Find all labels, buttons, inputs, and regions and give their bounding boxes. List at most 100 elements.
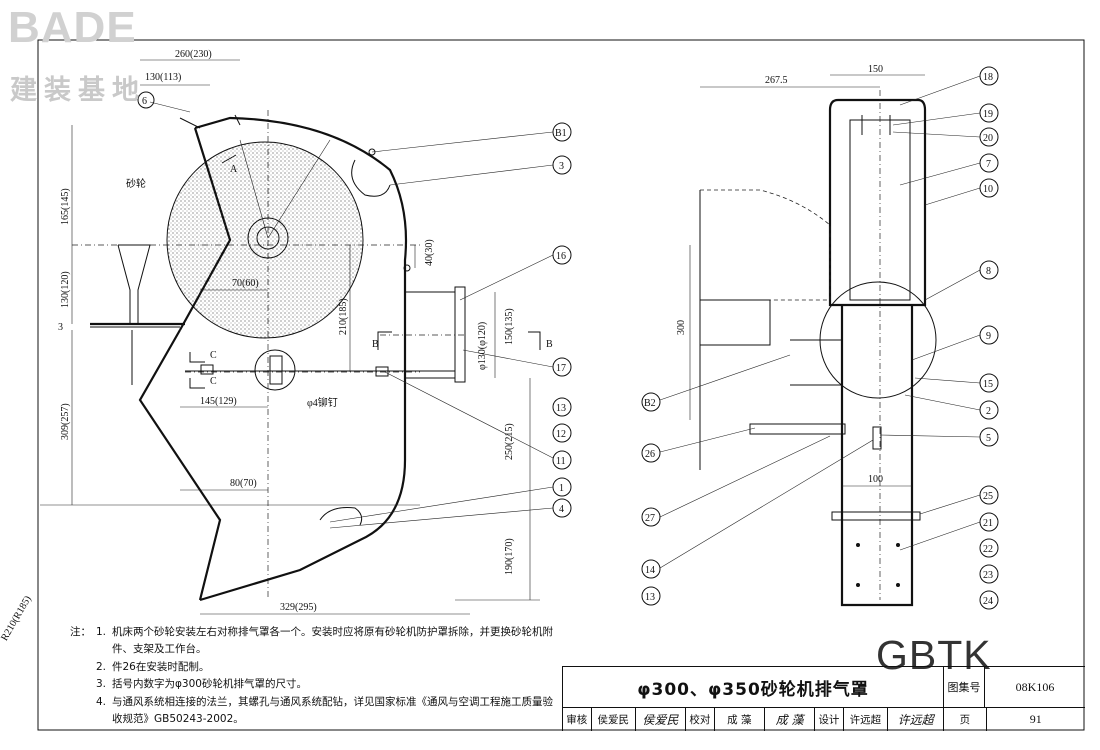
dim-260: 260(230) xyxy=(175,49,212,60)
svg-text:23: 23 xyxy=(983,570,993,581)
callout-13: 13 xyxy=(552,397,572,417)
page-number: 91 xyxy=(1029,712,1042,726)
callout-b2: B2 xyxy=(641,392,661,412)
callout-27: 27 xyxy=(641,507,661,527)
svg-text:1: 1 xyxy=(559,483,564,494)
note-item: 注： 1. 机床两个砂轮安装左右对称排气罩各一个。安装时应将原有砂轮机防护罩拆除… xyxy=(70,624,560,659)
svg-text:13: 13 xyxy=(645,592,655,603)
callout-b1: B1 xyxy=(552,122,572,142)
callout-15: 15 xyxy=(979,373,999,393)
dim-70: 70(60) xyxy=(232,278,259,289)
dim-100: 100 xyxy=(868,474,883,485)
notes-section: 注： 1. 机床两个砂轮安装左右对称排气罩各一个。安装时应将原有砂轮机防护罩拆除… xyxy=(70,624,560,728)
callout-18: 18 xyxy=(979,66,999,86)
notes-lead: 注： xyxy=(70,626,91,638)
hood-shell xyxy=(194,116,408,602)
reviewer-name: 侯爱民 xyxy=(592,708,636,731)
dim-3: 3 xyxy=(58,322,63,333)
reviewer-signature: 侯爱民 xyxy=(636,708,687,731)
dim-190: 190(170) xyxy=(504,538,515,575)
callout-12: 12 xyxy=(552,423,572,443)
left-view: 260(230) 130(113) 165(145) R210(R185) 13… xyxy=(0,49,572,643)
svg-text:13: 13 xyxy=(556,403,566,414)
dim-130-top: 130(113) xyxy=(145,72,181,83)
dim-150-right: 150 xyxy=(868,64,883,75)
checker-signature: 成 藻 xyxy=(765,708,816,731)
checker-name: 成 藻 xyxy=(715,708,765,731)
note-item: 3. 括号内数字为φ300砂轮机排气罩的尺寸。 xyxy=(96,678,307,691)
svg-text:26: 26 xyxy=(645,449,655,460)
check-label: 校对 xyxy=(686,708,715,731)
callout-14: 14 xyxy=(641,559,661,579)
dim-165: 165(145) xyxy=(60,188,71,225)
brand-subtitle: 建装基地 xyxy=(10,75,146,106)
callout-11: 11 xyxy=(552,450,572,470)
callout-22: 22 xyxy=(979,538,999,558)
dim-r210: R210(R185) xyxy=(0,594,34,643)
brand-logo: BADE xyxy=(8,3,137,52)
label-section-c-lower: C xyxy=(210,376,217,387)
callout-21: 21 xyxy=(979,512,999,532)
svg-text:14: 14 xyxy=(645,565,655,576)
dim-80: 80(70) xyxy=(230,478,257,489)
label-grinding-wheel: 砂轮 xyxy=(126,177,146,190)
dim-150: 150(135) xyxy=(504,308,515,345)
label-rivet: φ4铆钉 xyxy=(307,396,338,409)
svg-text:B1: B1 xyxy=(555,128,567,139)
svg-text:22: 22 xyxy=(983,544,993,555)
callout-17: 17 xyxy=(552,357,572,377)
design-label: 设计 xyxy=(815,708,844,731)
callout-9: 9 xyxy=(979,325,999,345)
svg-text:18: 18 xyxy=(983,72,993,83)
title-block: φ300、φ350砂轮机排气罩 图集号 08K106 审核 侯爱民 侯爱民 校对… xyxy=(562,666,1085,731)
svg-text:9: 9 xyxy=(986,331,991,342)
svg-text:2: 2 xyxy=(986,406,991,417)
callout-2: 2 xyxy=(979,400,999,420)
page-label: 页 xyxy=(944,708,987,731)
callout-24: 24 xyxy=(979,590,999,610)
callout-16: 16 xyxy=(552,245,572,265)
dim-329: 329(295) xyxy=(280,602,317,613)
callout-4: 4 xyxy=(552,498,572,518)
svg-text:17: 17 xyxy=(556,363,566,374)
svg-text:16: 16 xyxy=(556,251,566,262)
review-label: 审核 xyxy=(563,708,592,731)
svg-text:8: 8 xyxy=(986,266,991,277)
signature-row: 审核 侯爱民 侯爱民 校对 成 藻 成 藻 设计 许远超 许远超 页 91 xyxy=(563,708,1085,731)
svg-text:B2: B2 xyxy=(644,398,656,409)
callout-8: 8 xyxy=(979,260,999,280)
label-section-b-left: B xyxy=(372,339,379,350)
dim-267-5: 267.5 xyxy=(765,75,788,86)
callout-19: 19 xyxy=(979,103,999,123)
svg-text:25: 25 xyxy=(983,491,993,502)
svg-text:4: 4 xyxy=(559,504,564,515)
svg-text:3: 3 xyxy=(559,161,564,172)
outlet-flange xyxy=(454,286,466,383)
dim-40: 40(30) xyxy=(424,239,435,266)
svg-text:5: 5 xyxy=(986,433,991,444)
dim-309: 309(257) xyxy=(60,403,71,440)
dim-145: 145(129) xyxy=(200,396,237,407)
note-item: 4. 与通风系统相连接的法兰，其螺孔与通风系统配钻，详见国家标准《通风与空调工程… xyxy=(96,695,553,726)
designer-name: 许远超 xyxy=(844,708,889,731)
svg-text:15: 15 xyxy=(983,379,993,390)
svg-text:6: 6 xyxy=(142,96,147,107)
svg-text:20: 20 xyxy=(983,133,993,144)
grinding-wheel xyxy=(166,141,364,339)
svg-text:27: 27 xyxy=(645,513,655,524)
callout-25: 25 xyxy=(979,485,999,505)
drawing-title: φ300、φ350砂轮机排气罩 xyxy=(563,667,944,708)
exhaust-duct xyxy=(840,305,914,607)
right-view: 267.5 150 300 100 18 19 20 7 10 8 xyxy=(641,64,999,610)
callout-6: 6 xyxy=(137,91,155,109)
callout-3: 3 xyxy=(552,155,572,175)
dim-phi130: φ130(φ120) xyxy=(477,322,488,370)
dim-210: 210(185) xyxy=(338,298,349,335)
callout-26: 26 xyxy=(641,443,661,463)
note-item: 2. 件26在安装时配制。 xyxy=(96,660,210,673)
designer-signature: 许远超 xyxy=(888,708,945,731)
drawing-frame xyxy=(37,39,1085,731)
label-section-c-upper: C xyxy=(210,350,217,361)
dim-250: 250(215) xyxy=(504,423,515,460)
dim-130-mid: 130(120) xyxy=(60,271,71,308)
